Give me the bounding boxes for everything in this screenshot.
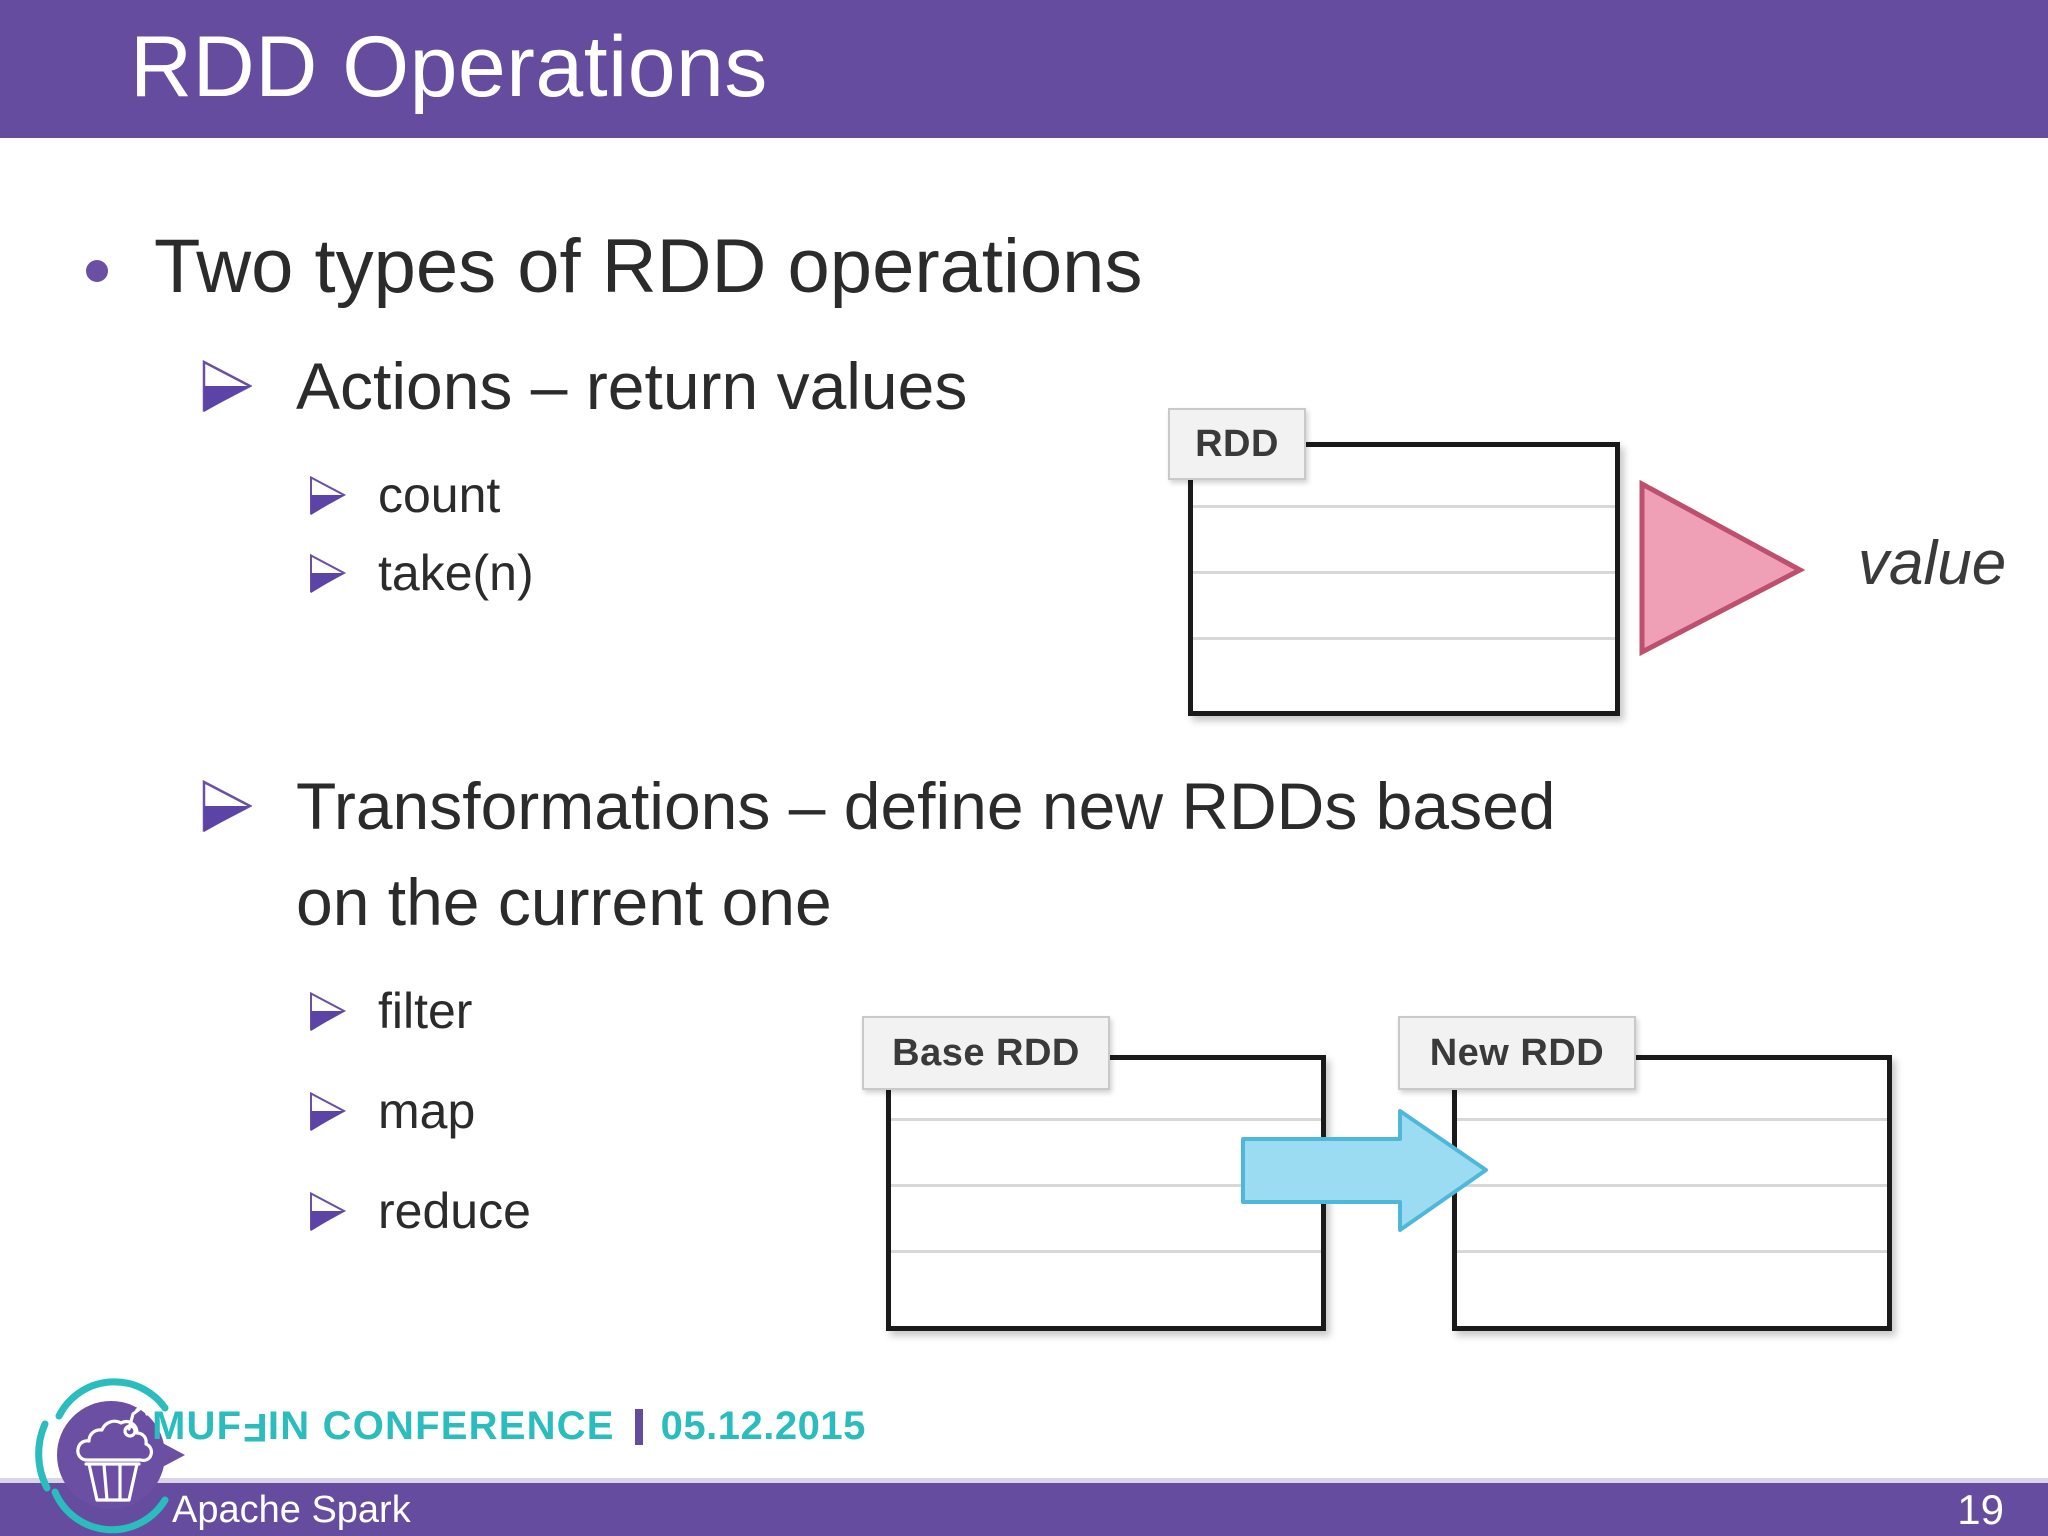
table-rowline xyxy=(1457,1184,1887,1187)
footer-divider xyxy=(0,1478,2048,1483)
bullet-level1-two-types: Two types of RDD operations xyxy=(86,218,1142,316)
page-title: RDD Operations xyxy=(130,19,768,115)
bullet-level3-filter: filter xyxy=(308,976,472,1046)
action-rdd-label: RDD xyxy=(1168,408,1306,480)
bullet-level2-transformations-line2: on the current one xyxy=(296,865,832,939)
bullet-level3-label: filter xyxy=(378,983,473,1039)
slide-header-bar xyxy=(0,0,2048,138)
bullet-level3-map: map xyxy=(308,1076,475,1146)
footer-bar xyxy=(0,1483,2048,1536)
conference-date: 05.12.2015 xyxy=(660,1404,866,1448)
chevron-arrow-bullet-icon xyxy=(310,554,346,593)
brand-name-part1: MUF xyxy=(152,1404,243,1448)
chevron-arrow-bullet-icon xyxy=(202,360,252,413)
bullet-level1-label: Two types of RDD operations xyxy=(154,224,1143,309)
action-result-triangle-icon xyxy=(1639,479,1806,657)
table-rowline xyxy=(891,1250,1321,1253)
table-rowline xyxy=(1457,1118,1887,1121)
slide-content: Two types of RDD operations Actions – re… xyxy=(0,138,2048,1398)
muffin-conference-logo xyxy=(35,1378,185,1534)
chevron-arrow-bullet-icon xyxy=(310,476,346,515)
table-rowline xyxy=(891,1118,1321,1121)
chevron-arrow-bullet-icon xyxy=(202,780,252,833)
table-rowline xyxy=(1193,571,1615,574)
page-number: 19 xyxy=(1957,1486,2004,1533)
table-rowline xyxy=(1193,637,1615,640)
bullet-level2-actions: Actions – return values xyxy=(200,338,967,434)
brand-name-reversed-f: F xyxy=(242,1405,268,1449)
chevron-arrow-bullet-icon xyxy=(310,1092,346,1131)
transformation-arrow-icon xyxy=(1241,1109,1488,1232)
bullet-level3-label: count xyxy=(378,467,501,523)
table-rowline xyxy=(891,1184,1321,1187)
new-rdd-table xyxy=(1452,1055,1892,1331)
bullet-level3-reduce: reduce xyxy=(308,1176,531,1246)
base-rdd-label: Base RDD xyxy=(862,1016,1110,1090)
new-rdd-label: New RDD xyxy=(1398,1016,1636,1090)
bullet-level2-transformations: Transformations – define new RDDs based … xyxy=(200,758,1555,950)
bullet-level2-transformations-line1: Transformations – define new RDDs based xyxy=(296,769,1556,843)
bullet-level3-take: take(n) xyxy=(308,538,534,608)
table-rowline xyxy=(1193,505,1615,508)
bullet-level3-count: count xyxy=(308,460,500,530)
action-rdd-table xyxy=(1188,442,1620,716)
bullet-level3-label: map xyxy=(378,1083,476,1139)
brand-separator xyxy=(634,1408,643,1445)
footer-subject-label: Apache Spark xyxy=(172,1489,411,1531)
bullet-level3-label: reduce xyxy=(378,1183,531,1239)
table-rowline xyxy=(1457,1250,1887,1253)
chevron-arrow-bullet-icon xyxy=(310,992,346,1031)
bullet-dot-icon xyxy=(86,260,108,282)
chevron-arrow-bullet-icon xyxy=(310,1192,346,1231)
brand-name-part2: IN CONFERENCE xyxy=(267,1404,615,1448)
action-result-label: value xyxy=(1858,529,2007,598)
bullet-level2-actions-label: Actions – return values xyxy=(296,349,968,423)
bullet-level3-label: take(n) xyxy=(378,545,534,601)
